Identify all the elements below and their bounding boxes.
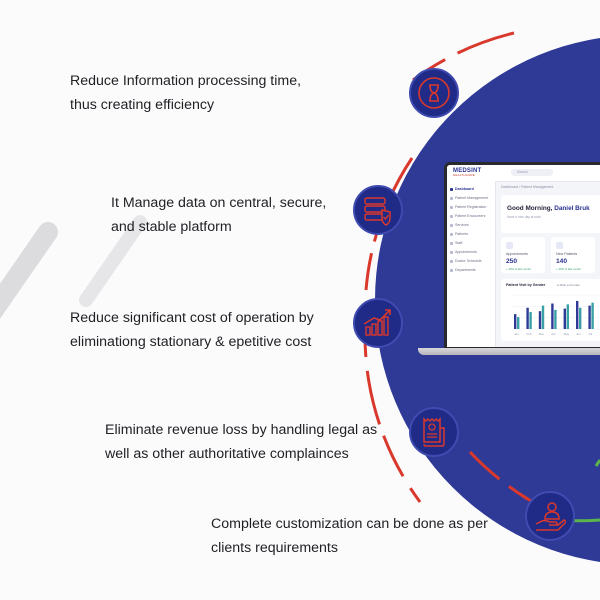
chart-bar-male (588, 305, 591, 329)
laptop-base (418, 348, 600, 355)
chart-tick-label: Feb (526, 332, 532, 336)
decor-stripe (0, 222, 58, 319)
sidebar-item[interactable]: Patient Encounters (447, 212, 495, 221)
sidebar-item[interactable]: Services (447, 221, 495, 230)
stat-value: 250 (506, 258, 518, 265)
chart-bar-male (538, 311, 542, 329)
chart-tick-label: Jan (514, 332, 519, 336)
stat-card-new-patients[interactable]: New Patients 140 + 30% of last month (551, 237, 595, 273)
chart-bar-male (576, 300, 579, 329)
chart-plot: JanFebMarAprMayJunJulAugSepOct (511, 294, 600, 336)
search-input[interactable]: Search (511, 169, 553, 176)
stat-label: New Patients (556, 252, 578, 256)
stat-label: Appointments (506, 252, 528, 256)
chart-bar-female (529, 312, 532, 329)
benefit-text: Complete customization can be done as pe… (211, 516, 488, 556)
receipt-icon (408, 406, 460, 458)
sidebar-item[interactable]: Patient Registration (447, 203, 495, 212)
stat-delta: + 40% of last month (506, 267, 531, 271)
greeting-subtext: Have a nice day at work (507, 215, 542, 219)
chart-title: Patient Visit by Gender (506, 283, 546, 287)
decor-stripe (79, 215, 147, 307)
chart-bar-female (554, 309, 557, 329)
server-shield-icon (352, 184, 404, 236)
sidebar-item[interactable]: Doctor Schedule (447, 257, 495, 266)
chart-tick-label: Apr (551, 332, 556, 336)
sidebar-item[interactable]: Staff (447, 239, 495, 248)
benefit-text: Reduce significant cost of operation by … (70, 310, 314, 350)
sidebar-item[interactable]: Dashboard (447, 185, 495, 194)
chart-legend: ● Male ● Female (557, 283, 580, 287)
greeting-text: Good Morning, Daniel Bruk (507, 205, 590, 212)
chart-bar-female (541, 305, 545, 329)
chart-bar-male (563, 308, 566, 329)
growth-chart-icon (352, 297, 404, 349)
user-icon (556, 242, 563, 249)
hourglass-icon (408, 67, 460, 119)
stat-value: 140 (556, 258, 568, 265)
chart-bar-female (517, 317, 520, 329)
stat-delta: + 30% of last month (556, 267, 581, 271)
chart-bar-female (566, 304, 569, 329)
sidebar-item[interactable]: Patients (447, 230, 495, 239)
benefit-text: Eliminate revenue loss by handling legal… (105, 422, 378, 462)
chart-bar-male (526, 307, 529, 329)
sidebar-item[interactable]: Patient Management (447, 194, 495, 203)
chart-bar-female (579, 307, 582, 329)
calendar-icon (506, 242, 513, 249)
decor-red-arc (468, 450, 561, 518)
sidebar-item[interactable]: Departments (447, 266, 495, 275)
chart-bar-male (551, 303, 554, 329)
greeting-card: Good Morning, Daniel Bruk Have a nice da… (501, 195, 600, 233)
chart-tick-label: Jun (576, 332, 581, 336)
benefit-text: It Manage data on central, secure, and s… (111, 195, 327, 235)
stat-card-appointments[interactable]: Appointments 250 + 40% of last month (501, 237, 545, 273)
benefit-text: Reduce Information processing time, thus… (70, 73, 302, 113)
chart-bar-female (591, 302, 594, 329)
patient-visit-chart: Patient Visit by Gender ● Male ● Female … (501, 279, 600, 341)
chart-tick-label: Jul (588, 332, 592, 336)
chart-tick-label: May (564, 332, 570, 336)
hand-user-icon (524, 490, 576, 542)
decor-green-arc (594, 459, 600, 467)
breadcrumb: Dashboard / Patient Management (501, 185, 554, 189)
chart-tick-label: Mar (539, 332, 544, 336)
chart-bar-male (514, 314, 517, 329)
sidebar-item[interactable]: Appointments (447, 248, 495, 257)
